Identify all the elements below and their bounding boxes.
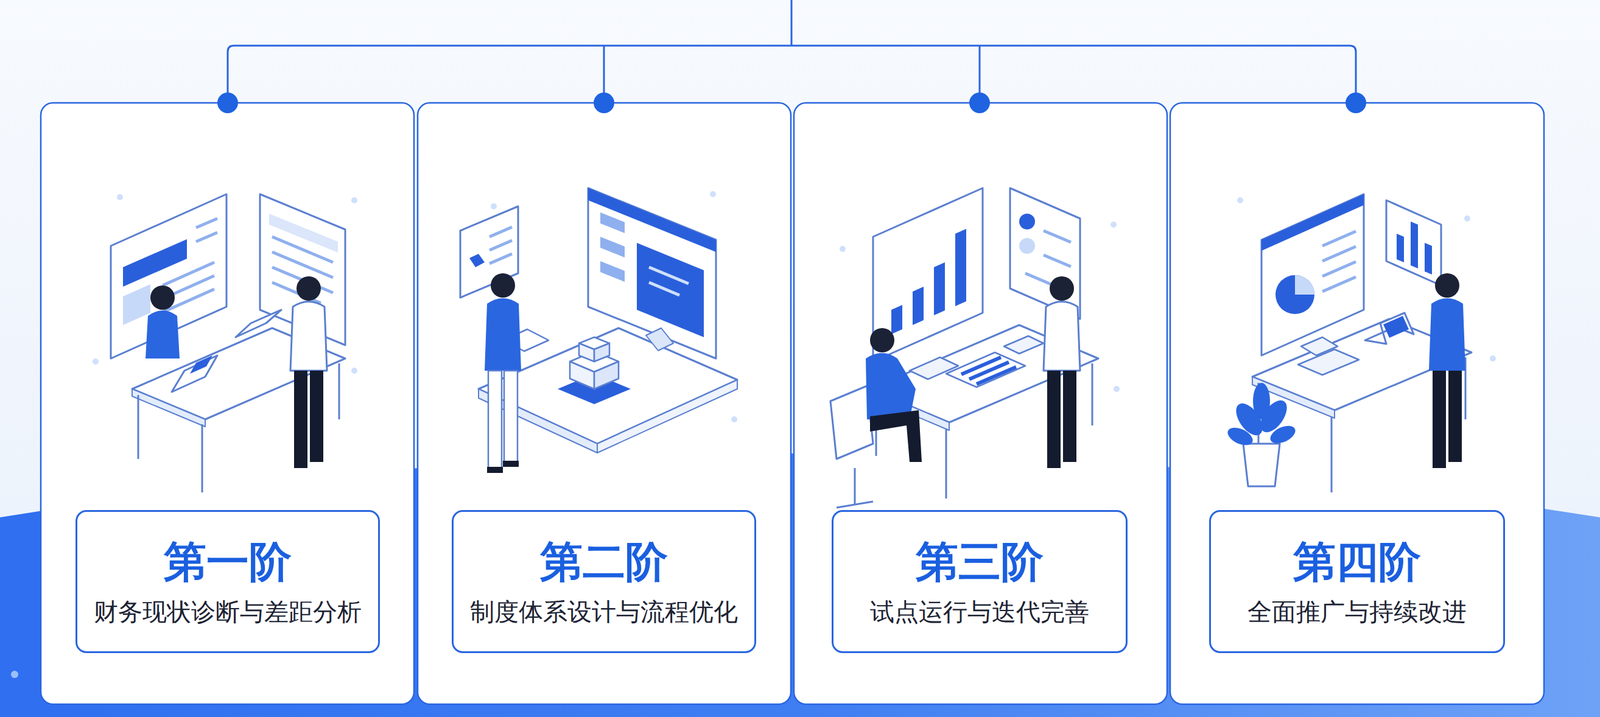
stage-title: 第二阶 <box>540 536 668 588</box>
decor-dot <box>10 670 19 679</box>
illustration-design <box>460 188 738 474</box>
tree-connector <box>227 0 1356 103</box>
stage-description: 全面推广与持续改进 <box>1247 596 1467 628</box>
stage-description: 制度体系设计与流程优化 <box>470 596 738 628</box>
stage-description: 试点运行与迭代完善 <box>870 596 1090 628</box>
stage-box: 第二阶制度体系设计与流程优化 <box>451 510 757 654</box>
illustration-rollout <box>1224 194 1496 493</box>
stage-title: 第一阶 <box>163 536 292 588</box>
stage-title: 第三阶 <box>915 536 1044 588</box>
stage-box: 第四阶全面推广与持续改进 <box>1209 510 1506 654</box>
junction-dots <box>217 92 1367 114</box>
illustration-pilot <box>830 188 1120 508</box>
stage-title: 第四阶 <box>1293 536 1422 588</box>
illustration-diagnosis <box>92 194 358 493</box>
stage-description: 财务现状诊断与差距分析 <box>93 596 362 628</box>
stage-box: 第三阶试点运行与迭代完善 <box>831 510 1128 654</box>
stage-box: 第一阶财务现状诊断与差距分析 <box>75 510 380 654</box>
stage-cards <box>40 102 1544 705</box>
